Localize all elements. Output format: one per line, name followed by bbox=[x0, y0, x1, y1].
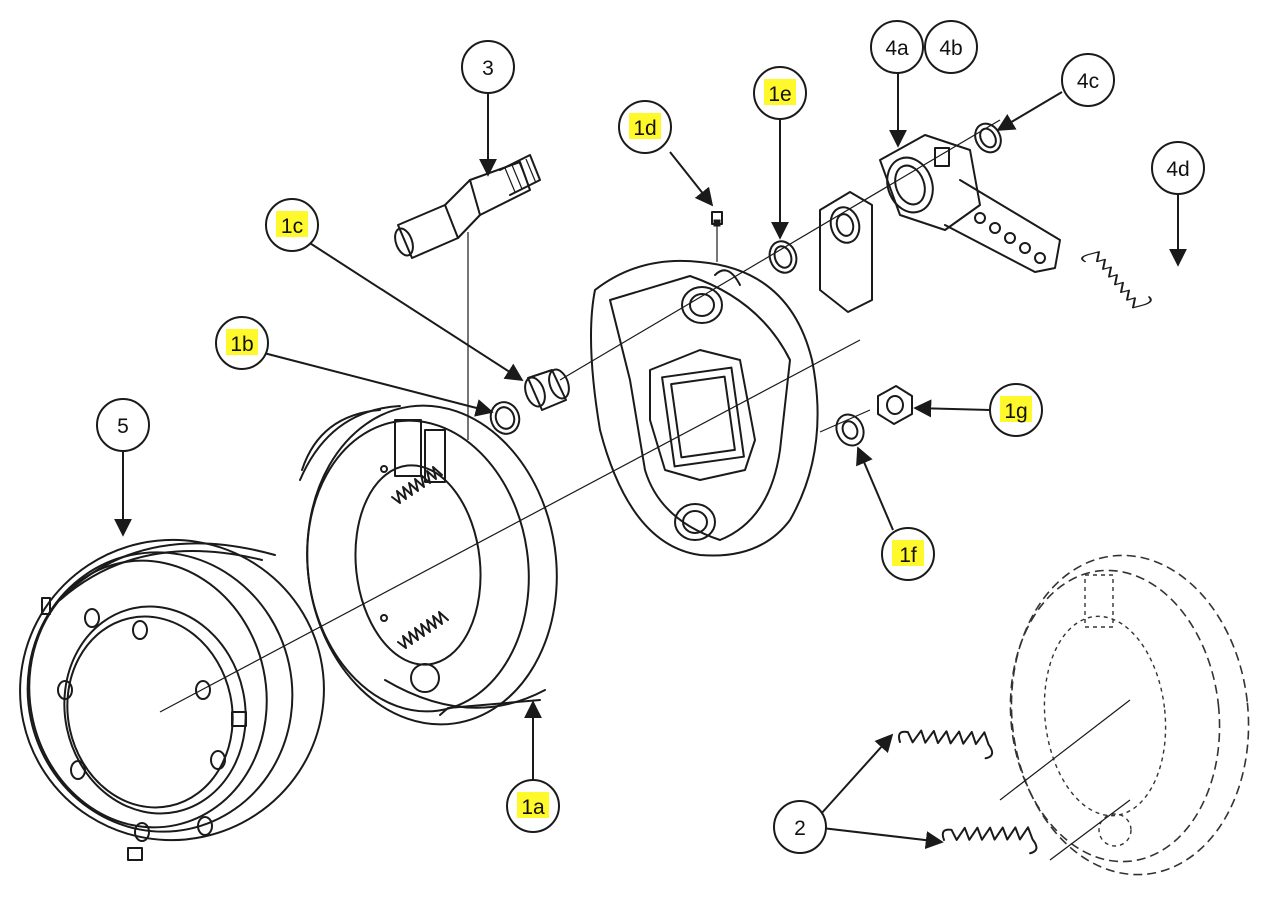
backing-plate bbox=[590, 259, 819, 557]
callout-2-text: 2 bbox=[794, 817, 806, 840]
callout-3: 3 bbox=[461, 40, 515, 94]
callout-3-text: 3 bbox=[482, 57, 494, 80]
callout-4a-text: 4a bbox=[885, 37, 909, 60]
callout-1a: 1a bbox=[506, 779, 560, 833]
callout-1g-text: 1g bbox=[1004, 400, 1027, 423]
spring-4d bbox=[1081, 251, 1152, 309]
washer-1b bbox=[489, 401, 521, 435]
mounting-bracket bbox=[819, 191, 873, 313]
grease-fitting-1d bbox=[711, 211, 723, 262]
callout-1d-text: 1d bbox=[633, 117, 656, 140]
callout-1g: 1g bbox=[989, 383, 1043, 437]
callout-4a: 4a bbox=[870, 20, 924, 74]
callout-4d-text: 4d bbox=[1166, 158, 1189, 181]
washer-1f bbox=[835, 413, 865, 447]
o-ring-1e bbox=[768, 240, 798, 274]
callout-5-text: 5 bbox=[117, 415, 129, 438]
brake-drum bbox=[19, 538, 325, 861]
callout-1b-text: 1b bbox=[230, 333, 253, 356]
callout-4b: 4b bbox=[924, 20, 978, 74]
callout-4d: 4d bbox=[1151, 141, 1205, 195]
washer-4c bbox=[974, 122, 1002, 154]
drum-bolt-holes bbox=[57, 608, 226, 842]
callout-1b: 1b bbox=[215, 316, 269, 370]
shoe-return-springs bbox=[391, 466, 449, 649]
bushing-1c bbox=[524, 368, 570, 411]
return-springs-2 bbox=[897, 699, 1131, 861]
nut-1g bbox=[877, 385, 913, 425]
brake-shoe-assembly bbox=[299, 404, 558, 726]
callout-5: 5 bbox=[96, 398, 150, 452]
callout-1c: 1c bbox=[265, 198, 319, 252]
cam-shaft bbox=[394, 154, 541, 259]
callout-2: 2 bbox=[773, 800, 827, 854]
callout-1e-text: 1e bbox=[768, 83, 791, 106]
callout-4b-text: 4b bbox=[939, 37, 962, 60]
callout-1c-text: 1c bbox=[281, 215, 303, 238]
leader-arrows bbox=[114, 72, 1187, 850]
callout-1d: 1d bbox=[618, 100, 672, 154]
callout-1f-text: 1f bbox=[899, 544, 917, 567]
callout-4c-text: 4c bbox=[1077, 70, 1099, 93]
assembly-axis-lines bbox=[159, 119, 1001, 713]
callout-1f: 1f bbox=[881, 527, 935, 581]
callout-1a-text: 1a bbox=[521, 796, 545, 819]
callout-1e: 1e bbox=[753, 66, 807, 120]
slack-adjuster bbox=[879, 134, 1061, 273]
phantom-brake-shoe bbox=[1009, 554, 1250, 876]
callout-4c: 4c bbox=[1061, 53, 1115, 107]
